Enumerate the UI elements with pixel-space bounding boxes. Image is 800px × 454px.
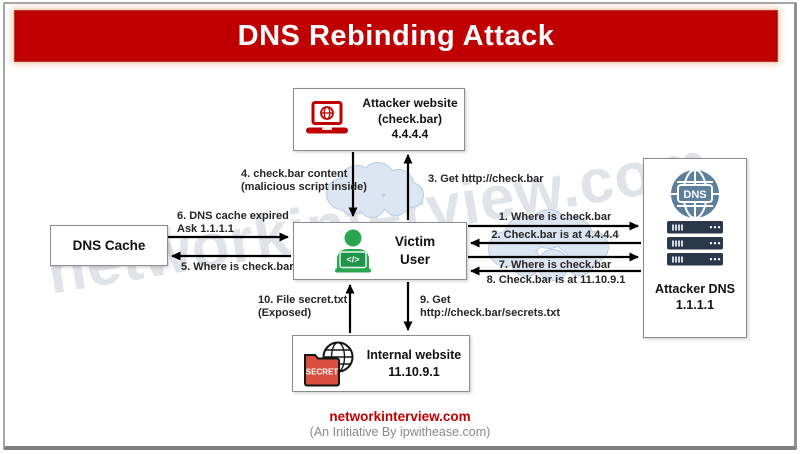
flow-label-3: 3. Get http://check.bar	[428, 173, 544, 185]
dns-glyph: DNS	[683, 189, 706, 201]
footer-site-link[interactable]: networkinterview.com	[329, 409, 471, 424]
page-title: DNS Rebinding Attack	[237, 19, 555, 52]
node-label: DNS Cache	[72, 237, 146, 253]
node-label: Attacker website	[362, 96, 458, 111]
flow-label-6: 6. DNS cache expired Ask 1.1.1.1	[177, 210, 289, 235]
node-ip: 4.4.4.4	[391, 127, 429, 142]
flow-label-5: 5. Where is check.bar	[181, 261, 294, 273]
globe-secret-folder-icon: SECRET	[303, 341, 354, 386]
node-ip: 1.1.1.1	[675, 298, 715, 313]
cloud-icon	[326, 162, 424, 218]
flow-label-1: 1. Where is check.bar	[498, 211, 612, 223]
flow-label-10: 10. File secret.txt (Exposed)	[258, 294, 348, 319]
flow-label-2: 2. Check.bar is at 4.4.4.4	[491, 229, 619, 241]
person-laptop-icon: </>	[334, 229, 371, 273]
node-attacker-website: Attacker website (check.bar) 4.4.4.4	[293, 88, 465, 151]
laptop-globe-icon	[306, 100, 349, 133]
dns-globe-servers-icon: DNS	[667, 169, 723, 266]
secret-glyph: SECRET	[306, 367, 339, 376]
node-dns-cache: DNS Cache	[50, 225, 168, 266]
node-domain: (check.bar)	[377, 111, 443, 126]
code-glyph: </>	[346, 255, 359, 265]
flow-label-8: 8. Check.bar is at 11.10.9.1	[486, 274, 626, 286]
flow-label-7: 7. Where is check.bar	[498, 259, 612, 271]
node-victim-user: </> Victim User	[293, 222, 467, 280]
title-banner: DNS Rebinding Attack	[14, 10, 778, 62]
node-label2: User	[399, 252, 431, 267]
node-label: Victim	[394, 234, 436, 250]
node-label: Attacker DNS	[655, 282, 735, 296]
footer-tagline: (An Initiative By ipwithease.com)	[309, 425, 491, 439]
node-attacker-dns: DNS Attacker DNS 1.1.1.1	[643, 158, 747, 338]
flow-label-4: 4. check.bar content (malicious script i…	[241, 168, 367, 193]
node-ip: 11.10.9.1	[388, 364, 440, 379]
node-internal-website: SECRET Internal website 11.10.9.1	[292, 335, 470, 392]
server-stack-icon	[667, 221, 723, 266]
node-label: Internal website	[366, 348, 462, 363]
flow-label-9: 9. Get http://check.bar/secrets.txt	[420, 294, 560, 319]
